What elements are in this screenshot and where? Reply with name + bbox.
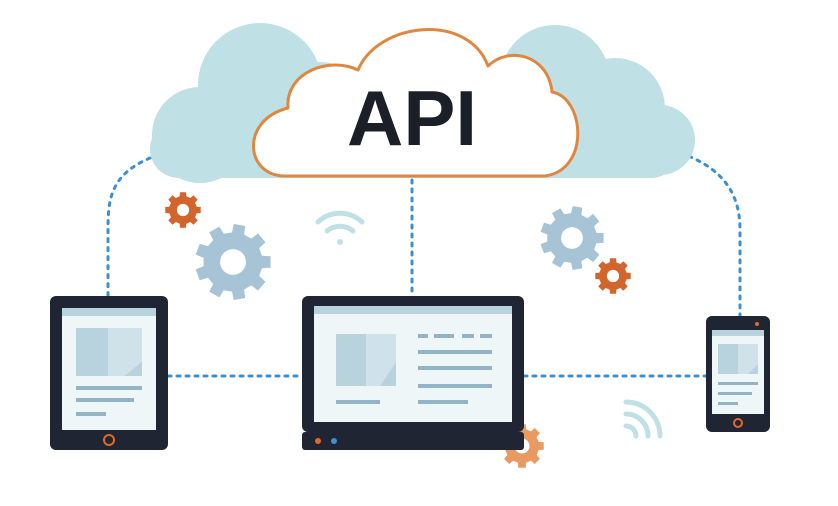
connector-cloud-tablet (106, 156, 152, 300)
wifi-icon (623, 399, 663, 439)
laptop-base (302, 432, 524, 450)
cloud: API (150, 23, 695, 183)
wifi-icon (315, 210, 365, 245)
gear-icon (165, 192, 201, 228)
phone-home-button (733, 418, 743, 428)
gear-icon (540, 206, 604, 270)
cloud-front (252, 28, 580, 178)
laptop-power-led (315, 438, 321, 444)
laptop-status-led (331, 438, 337, 444)
phone-camera (755, 322, 759, 326)
gear-icon (595, 258, 631, 294)
connector-cloud-phone (670, 148, 742, 318)
tablet (50, 296, 168, 450)
phone (706, 316, 770, 432)
gear-icon (195, 224, 271, 300)
tablet-home-button (103, 434, 115, 446)
api-label: API (347, 74, 477, 162)
connectors (106, 148, 742, 378)
laptop (302, 296, 524, 450)
